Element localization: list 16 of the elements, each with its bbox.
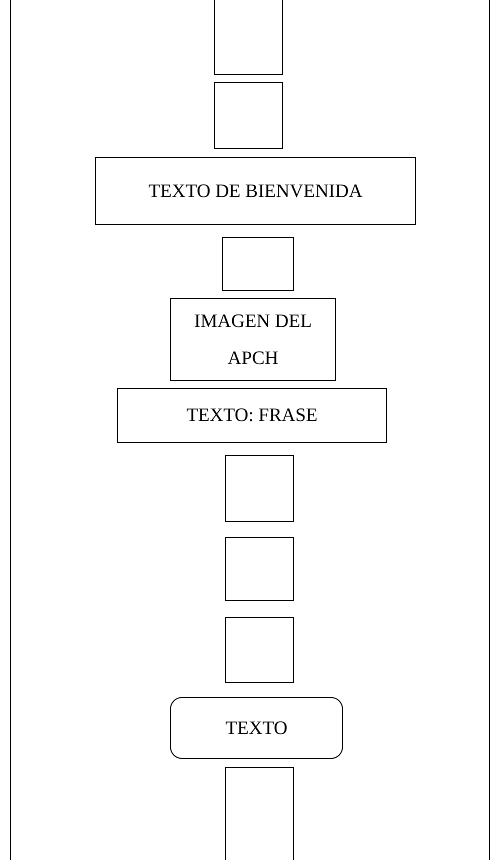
rounded-text-box (170, 697, 343, 759)
empty-box (222, 237, 294, 291)
box-label: TEXTO (224, 716, 288, 740)
empty-box (225, 537, 294, 601)
text-box (170, 298, 336, 381)
empty-box (225, 455, 294, 522)
empty-box (225, 617, 294, 683)
empty-box (214, 0, 283, 75)
empty-box (214, 82, 283, 149)
empty-box (225, 767, 294, 860)
text-box (95, 157, 416, 225)
box-label: IMAGEN DEL APCH (193, 310, 313, 370)
box-label: TEXTO: FRASE (185, 404, 319, 428)
box-label: TEXTO DE BIENVENIDA (148, 180, 364, 204)
page-frame (10, 0, 490, 860)
text-box (117, 388, 387, 443)
